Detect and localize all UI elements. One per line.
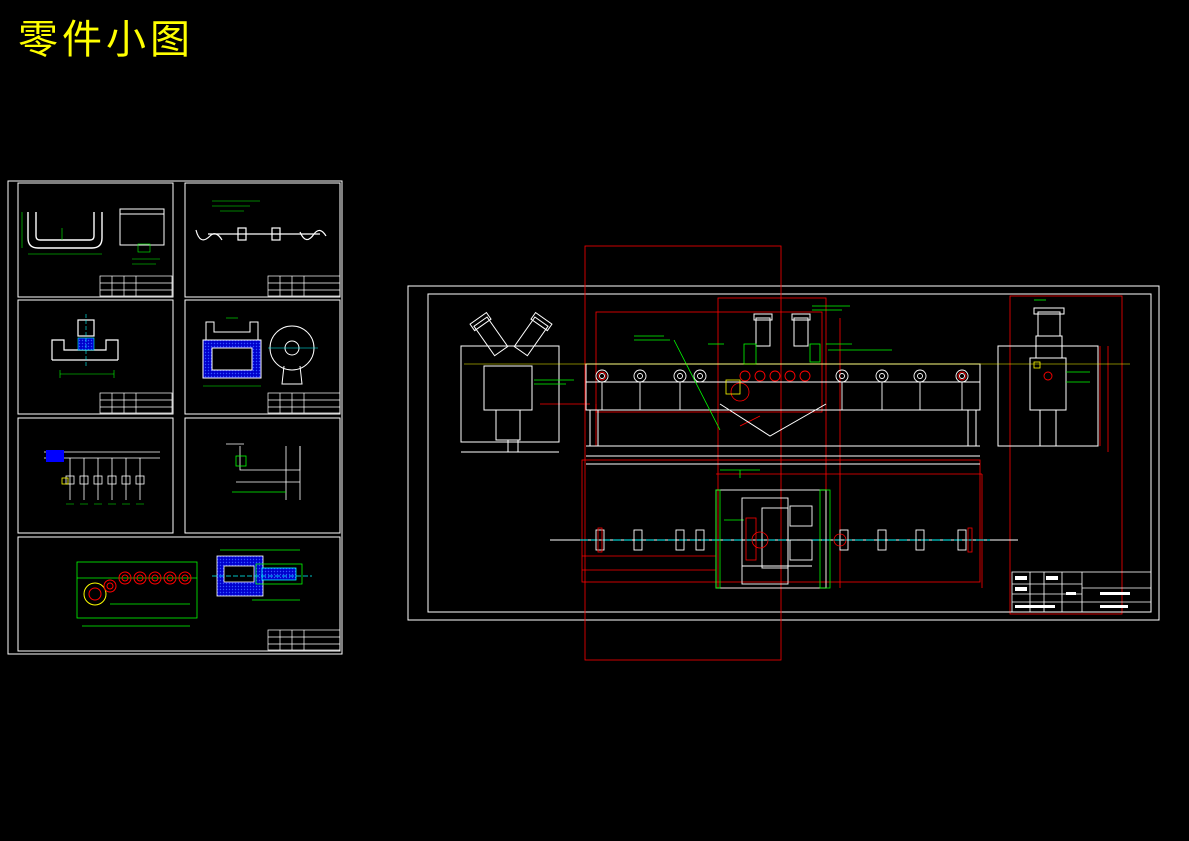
assembly-outer-frame: [407, 285, 1160, 621]
plan-view-red: [582, 517, 973, 571]
title-block-3: [99, 392, 173, 414]
u-bracket-shape: [27, 212, 103, 249]
sheet-clamp[interactable]: [17, 299, 174, 415]
sheet-schematic[interactable]: [17, 417, 174, 534]
annotation-leaders: [534, 299, 1090, 521]
highlight-marks: [464, 361, 1130, 395]
title-block-7: [267, 629, 341, 651]
title-block-4: [267, 392, 341, 414]
frame-rollers: [595, 369, 969, 410]
title-block-1: [99, 275, 173, 297]
sheet-hook-assembly[interactable]: [184, 182, 341, 298]
part-sheets-panel: [7, 180, 343, 655]
plan-view: [550, 489, 1018, 589]
main-frame-elevation: [460, 345, 1099, 465]
sheet-u-bracket[interactable]: [17, 182, 174, 298]
sheet-housing-pulley[interactable]: [184, 299, 341, 415]
title-block-2: [267, 275, 341, 297]
title-block-fill: [1015, 576, 1130, 608]
dimension-boxes: [540, 245, 1123, 661]
sheets-outer-border: [7, 180, 343, 655]
assembly-inner-frame: [427, 293, 1152, 613]
page-title: 零件小图: [18, 17, 194, 63]
roller-circles: [83, 571, 192, 606]
motor-units: [469, 307, 1065, 359]
sheet-bracket-section[interactable]: [184, 417, 341, 534]
assembly-drawing[interactable]: [407, 245, 1160, 661]
drive-rollers: [597, 370, 1053, 382]
sheet-roller-assembly[interactable]: [17, 536, 341, 652]
